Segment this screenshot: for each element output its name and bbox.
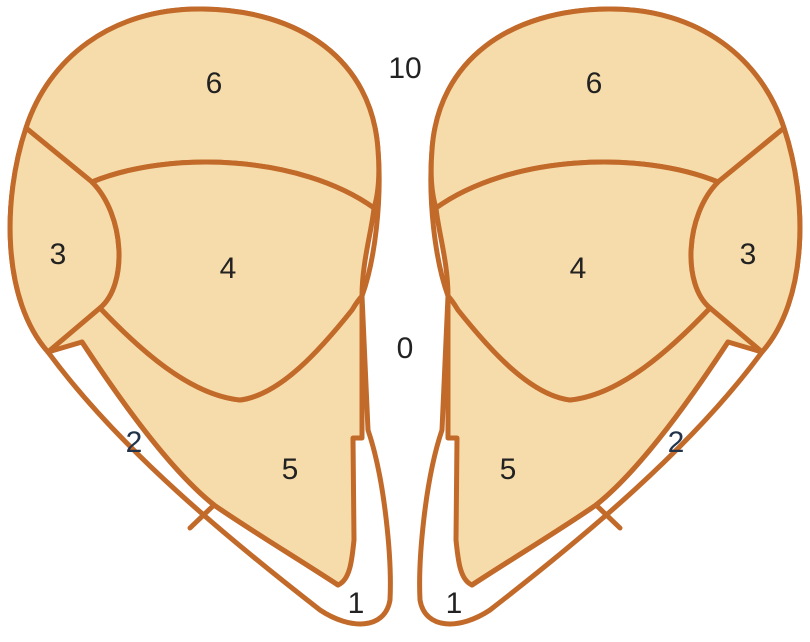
left-zone-4-label: 4 [220, 252, 237, 285]
center-label-middle: 0 [397, 332, 414, 365]
left-zone-3-label: 3 [50, 238, 67, 271]
right-zone-1-label: 1 [446, 587, 463, 620]
left-zone-6-label: 6 [206, 67, 223, 100]
right-zone-3-label: 3 [740, 238, 757, 271]
center-label-top: 10 [388, 52, 421, 85]
left-zone-5-label: 5 [282, 453, 299, 486]
right-zone-5-label: 5 [500, 453, 517, 486]
right-zone-4-label: 4 [570, 252, 587, 285]
left-zone-2-label: 2 [126, 426, 143, 459]
right-shape [420, 9, 800, 624]
left-zone-1-label: 1 [348, 587, 365, 620]
right-zone-2-label: 2 [668, 426, 685, 459]
right-zone-6-label: 6 [586, 67, 603, 100]
left-shape [10, 9, 390, 624]
